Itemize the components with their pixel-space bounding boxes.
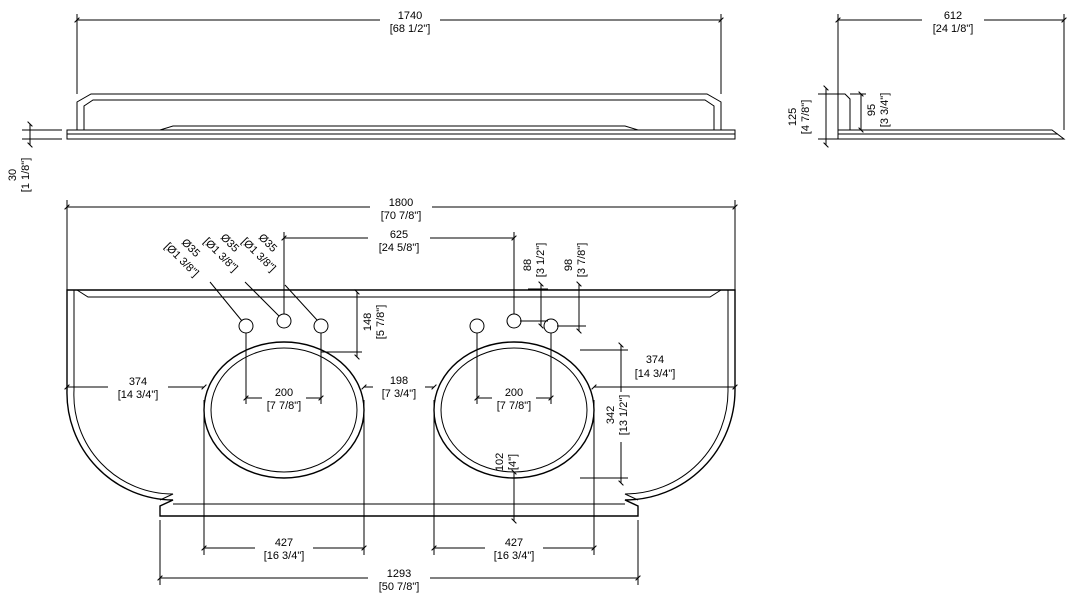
side-countertop-slab xyxy=(837,129,1066,140)
front-countertop-slab xyxy=(66,129,736,140)
right-edge-mm: 374 xyxy=(646,354,664,366)
plan-countertop-inner-edge xyxy=(73,290,174,501)
left-bowl-width-mm: 427 xyxy=(275,537,293,549)
plan-countertop-outline xyxy=(66,289,736,517)
bowl-front-mm: 102 xyxy=(494,453,506,471)
side-depth-label-bg xyxy=(922,8,984,36)
front-bowl-cutout-line xyxy=(159,125,639,131)
bowl-depth-label-bg xyxy=(600,392,630,442)
right-edge-label-bg xyxy=(620,350,690,380)
bowl-gap-label-bg xyxy=(373,373,425,401)
plan-view: 1800 [70 7/8"] 625 [24 5/8"] Ø35 [Ø1 3/8… xyxy=(64,195,738,595)
bowl-gap-mm: 198 xyxy=(390,375,408,387)
bowl-depth-mm: 342 xyxy=(605,406,617,424)
front-backsplash-inner xyxy=(83,99,715,130)
hole-offset-b-in: [3 7/8"] xyxy=(576,243,588,277)
plan-front-width-label-bg xyxy=(368,565,430,595)
right-spread-mm: 200 xyxy=(505,387,523,399)
plan-width-in: [70 7/8"] xyxy=(381,210,422,222)
side-height-mm: 125 xyxy=(787,108,799,126)
plan-front-width-in: [50 7/8"] xyxy=(379,581,420,593)
left-bowl-width-in: [16 3/4"] xyxy=(264,550,305,562)
side-backsplash-mm: 95 xyxy=(866,104,878,116)
plan-countertop-inner-edge-right xyxy=(624,290,729,501)
left-edge-label-bg xyxy=(108,374,168,402)
front-width-label-bg xyxy=(380,8,440,36)
hole-to-bowl-in: [5 7/8"] xyxy=(375,305,387,339)
bowl-gap-in: [7 3/4"] xyxy=(382,388,416,400)
left-spread-in: [7 7/8"] xyxy=(267,400,301,412)
left-faucet-hole-2 xyxy=(276,313,292,329)
right-bowl-width-mm: 427 xyxy=(505,537,523,549)
left-edge-in: [14 3/4"] xyxy=(118,389,159,401)
left-spread-mm: 200 xyxy=(275,387,293,399)
plan-backsplash-band xyxy=(76,289,722,298)
front-width-in: [68 1/2"] xyxy=(390,23,431,35)
side-backsplash-in: [3 3/4"] xyxy=(879,93,891,127)
left-edge-mm: 374 xyxy=(129,376,147,388)
front-width-mm: 1740 xyxy=(398,10,422,22)
left-faucet-hole-3 xyxy=(313,318,329,334)
faucet-spacing-mm: 625 xyxy=(390,229,408,241)
faucet-spacing-label-bg xyxy=(368,227,430,255)
front-elevation: 1740 [68 1/2"] 30 [1 1/8"] xyxy=(7,8,736,192)
right-faucet-hole-1 xyxy=(469,318,485,334)
side-height-in: [4 7/8"] xyxy=(800,100,812,134)
right-bowl-width-in: [16 3/4"] xyxy=(494,550,535,562)
right-spread-label-bg xyxy=(492,384,536,412)
bowl-front-in: [4"] xyxy=(507,454,519,470)
bowl-depth-in: [13 1/2"] xyxy=(618,395,630,436)
right-edge-in: [14 3/4"] xyxy=(635,368,676,380)
left-spread-label-bg xyxy=(262,384,306,412)
front-thickness-in: [1 1/8"] xyxy=(20,158,32,192)
side-depth-in: [24 1/8"] xyxy=(933,23,974,35)
side-depth-mm: 612 xyxy=(944,10,962,22)
hole-offset-a-in: [3 1/2"] xyxy=(535,243,547,277)
plan-front-width-mm: 1293 xyxy=(387,568,411,580)
plan-width-label-bg xyxy=(370,195,432,223)
hole-to-bowl-mm: 148 xyxy=(362,313,374,331)
right-spread-in: [7 7/8"] xyxy=(497,400,531,412)
left-bowl-inner xyxy=(210,347,358,473)
left-faucet-hole-1 xyxy=(238,318,254,334)
hole-1-leader xyxy=(209,281,243,322)
side-backsplash xyxy=(837,93,851,130)
right-faucet-hole-2 xyxy=(506,313,522,329)
side-elevation: 612 [24 1/8"] 125 [4 7/8"] 95 [3 3/4"] xyxy=(787,8,1067,148)
plan-width-mm: 1800 xyxy=(389,197,413,209)
front-thickness-mm: 30 xyxy=(7,169,19,181)
faucet-spacing-in: [24 5/8"] xyxy=(379,242,420,254)
right-bowl-width-label-bg xyxy=(485,534,543,562)
left-bowl-width-label-bg xyxy=(255,534,313,562)
hole-3-leader xyxy=(284,284,318,321)
front-backsplash xyxy=(76,93,722,130)
hole-offset-a-mm: 88 xyxy=(522,259,534,271)
hole-offset-b-mm: 98 xyxy=(563,259,575,271)
hole-2-leader xyxy=(244,281,280,317)
